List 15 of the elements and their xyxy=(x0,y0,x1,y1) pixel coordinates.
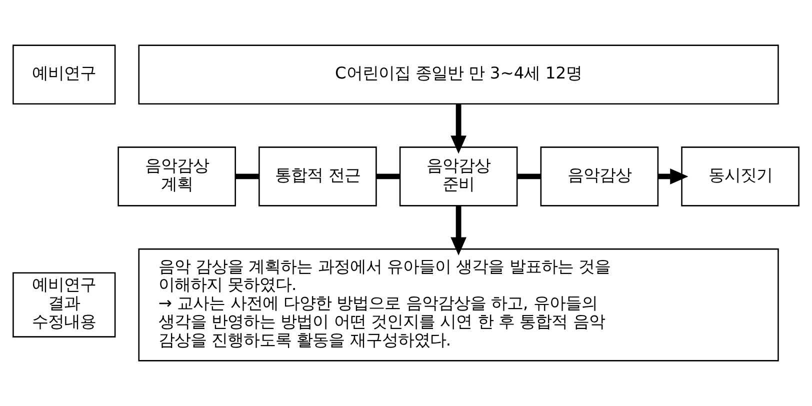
connector xyxy=(235,174,259,180)
node-box: 통합적 전근 xyxy=(258,146,377,206)
node-box: 동시짓기 xyxy=(681,146,800,206)
arrow xyxy=(658,168,688,184)
node-box: 음악 감상을 계획하는 과정에서 유아들이 생각을 발표하는 것을 이해하지 못하였다. → 교사는 사전에 다양한 방법으로 음악감상을 하고, 유아들의 생각을 반영하는 방법이 어떤 것인지를 시연 한 후 통합적 음악 감상을 진행하도록 활동을 재구성하였다. xyxy=(138,248,779,362)
connector xyxy=(517,174,541,180)
arrow xyxy=(450,104,466,154)
node-box: 음악감상 준비 xyxy=(399,146,518,206)
node-box: 음악감상 계획 xyxy=(118,146,236,206)
node-box: 음악감상 xyxy=(540,146,659,206)
node-box: 예비연구 xyxy=(12,44,116,104)
arrow xyxy=(450,206,466,256)
node-box: 예비연구 결과 수정내용 xyxy=(12,272,116,338)
connector xyxy=(376,174,400,180)
node-box: C어린이집 종일반 만 3~4세 12명 xyxy=(138,44,779,104)
